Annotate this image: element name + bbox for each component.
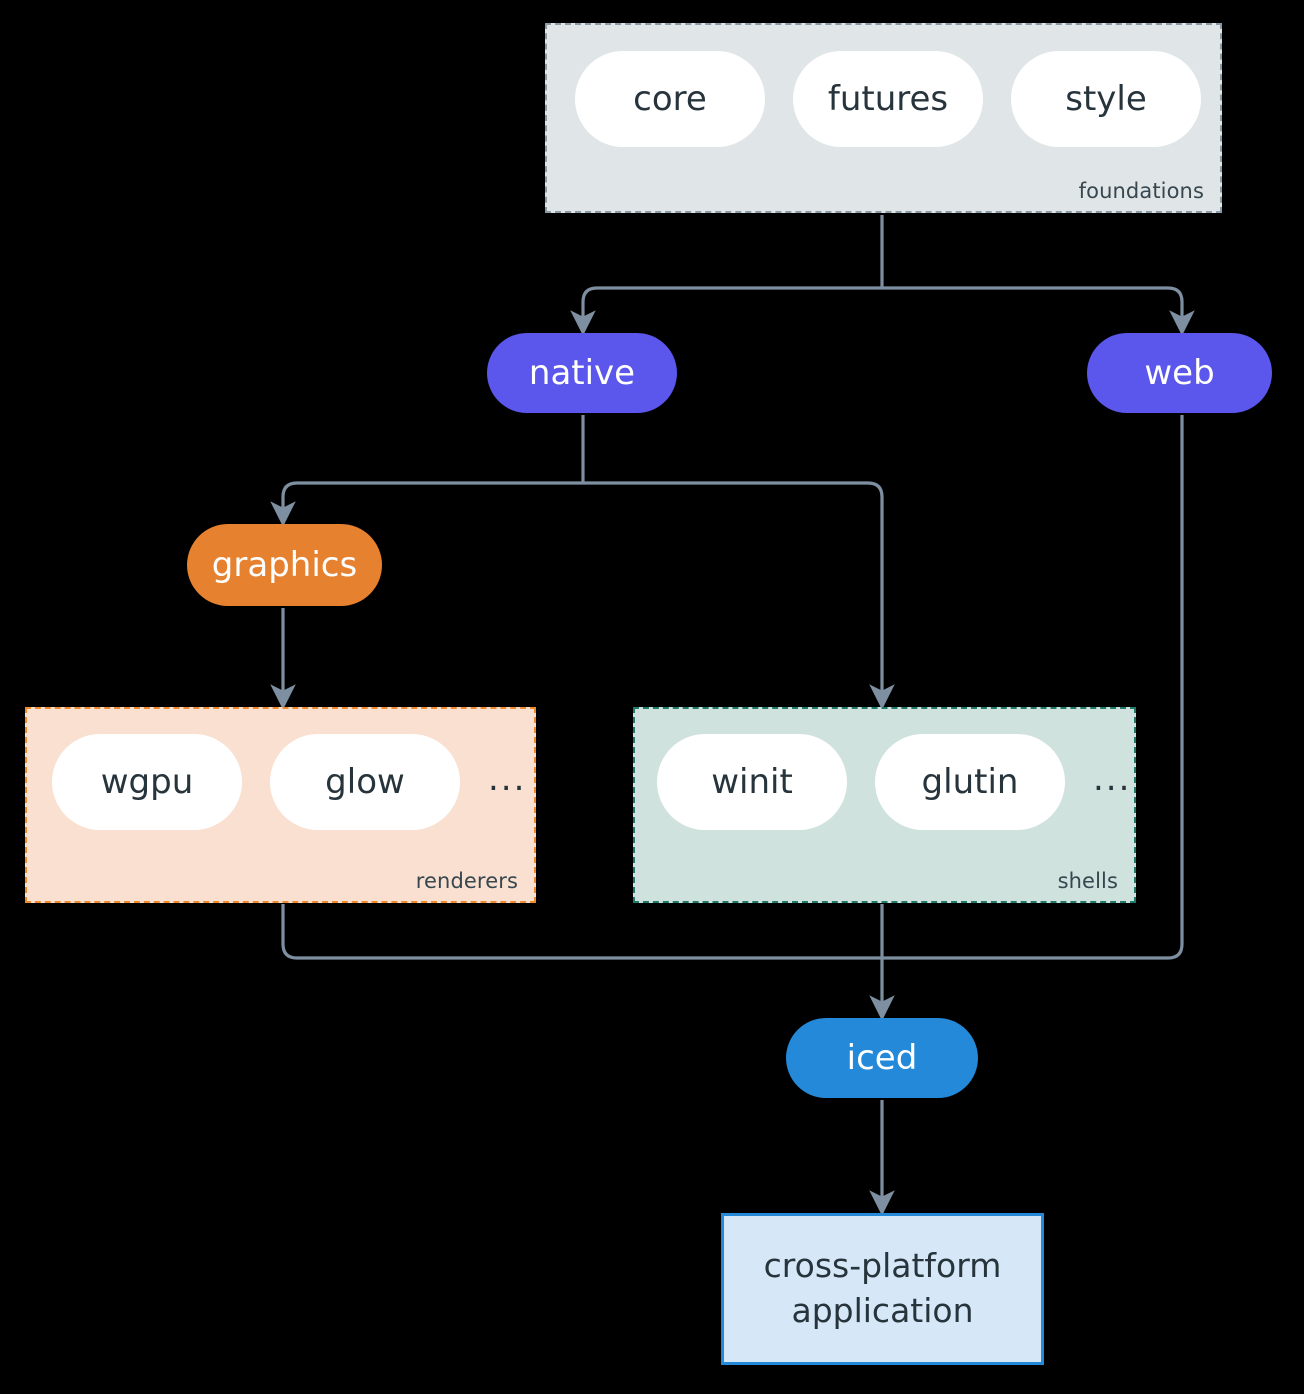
node-style-label: style (1065, 79, 1147, 119)
edge-foundations-to-web (882, 286, 1195, 336)
node-cross-platform-application[interactable]: cross-platform application (721, 1213, 1044, 1365)
group-foundations-members: core futures style (575, 51, 1201, 147)
shells-ellipsis: ... (1093, 759, 1132, 799)
edge-renderers-to-iced (281, 904, 882, 960)
edge-native-to-graphics (270, 481, 583, 527)
node-glutin[interactable]: glutin (875, 734, 1065, 830)
node-graphics-label: graphics (211, 545, 358, 585)
application-label-line1: cross-platform (763, 1246, 1002, 1286)
node-graphics[interactable]: graphics (187, 524, 382, 606)
group-foundations[interactable]: core futures style foundations (545, 23, 1222, 213)
node-iced[interactable]: iced (786, 1018, 978, 1098)
application-label-line2: application (791, 1291, 974, 1330)
node-glow[interactable]: glow (270, 734, 460, 830)
node-glutin-label: glutin (921, 762, 1019, 802)
edge-foundations-to-native (570, 286, 882, 336)
group-shells-members: winit glutin ... (657, 731, 1131, 833)
group-renderers-members: wgpu glow ... (52, 731, 526, 833)
node-iced-label: iced (846, 1038, 918, 1078)
node-core-label: core (633, 79, 707, 119)
node-native[interactable]: native (487, 333, 677, 413)
node-winit-label: winit (711, 762, 793, 802)
edge-native-to-shells (583, 481, 895, 710)
node-web[interactable]: web (1087, 333, 1272, 413)
node-wgpu-label: wgpu (100, 762, 194, 802)
node-style[interactable]: style (1011, 51, 1201, 147)
node-futures-label: futures (827, 79, 949, 119)
group-renderers-label: renderers (415, 869, 518, 893)
group-foundations-label: foundations (1078, 179, 1204, 203)
group-shells[interactable]: winit glutin ... shells (633, 707, 1136, 903)
node-futures[interactable]: futures (793, 51, 983, 147)
node-glow-label: glow (325, 762, 405, 802)
node-wgpu[interactable]: wgpu (52, 734, 242, 830)
renderers-ellipsis: ... (488, 759, 527, 799)
node-winit[interactable]: winit (657, 734, 847, 830)
node-core[interactable]: core (575, 51, 765, 147)
group-renderers[interactable]: wgpu glow ... renderers (25, 707, 536, 903)
group-shells-label: shells (1057, 869, 1118, 893)
node-native-label: native (528, 353, 636, 393)
node-web-label: web (1144, 353, 1215, 393)
